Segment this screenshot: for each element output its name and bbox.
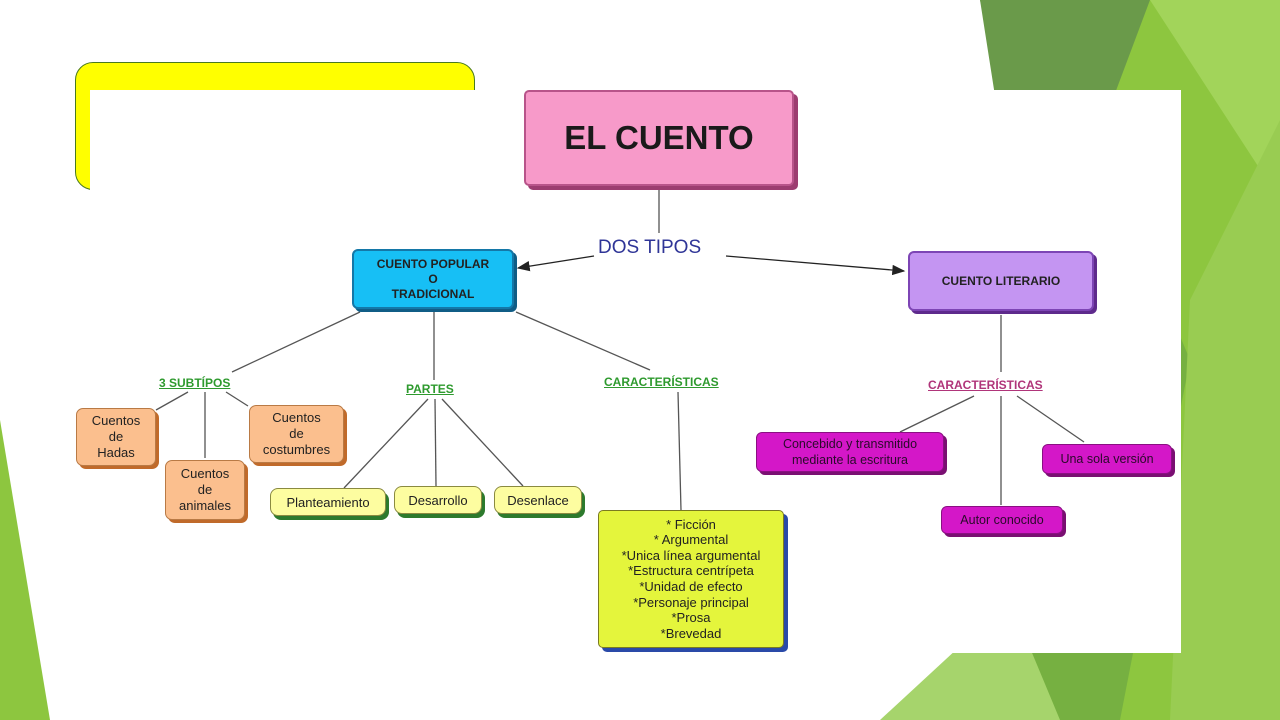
part-desenlace: Desenlace — [494, 486, 582, 514]
root-node: EL CUENTO — [524, 90, 794, 186]
popular-features-box: * Ficción * Argumental *Unica línea argu… — [598, 510, 784, 648]
literario-feature-version: Una sola versión — [1042, 444, 1172, 474]
subtypes-label: 3 SUBTÍPOS — [159, 376, 231, 390]
popular-node: CUENTO POPULAR O TRADICIONAL — [352, 249, 514, 309]
literario-feature-autor: Autor conocido — [941, 506, 1063, 534]
part-planteamiento: Planteamiento — [270, 488, 386, 516]
part-desarrollo: Desarrollo — [394, 486, 482, 514]
parts-label: PARTES — [406, 382, 454, 396]
subtype-animales: Cuentos de animales — [165, 460, 245, 520]
connector-lines — [155, 186, 1085, 511]
connector-label: DOS TIPOS — [598, 237, 702, 258]
popular-features-label: CARACTERÍSTICAS — [604, 375, 719, 389]
concept-map: EL CUENTO DOS TIPOS CUENTO POPULAR O TRA… — [76, 90, 1181, 653]
literario-node: CUENTO LITERARIO — [908, 251, 1094, 311]
subtype-costumbres: Cuentos de costumbres — [249, 405, 344, 463]
literario-features-label: CARACTERÍSTICAS — [928, 378, 1043, 392]
literario-feature-escritura: Concebido y transmitido mediante la escr… — [756, 432, 944, 472]
subtype-hadas: Cuentos de Hadas — [76, 408, 156, 466]
